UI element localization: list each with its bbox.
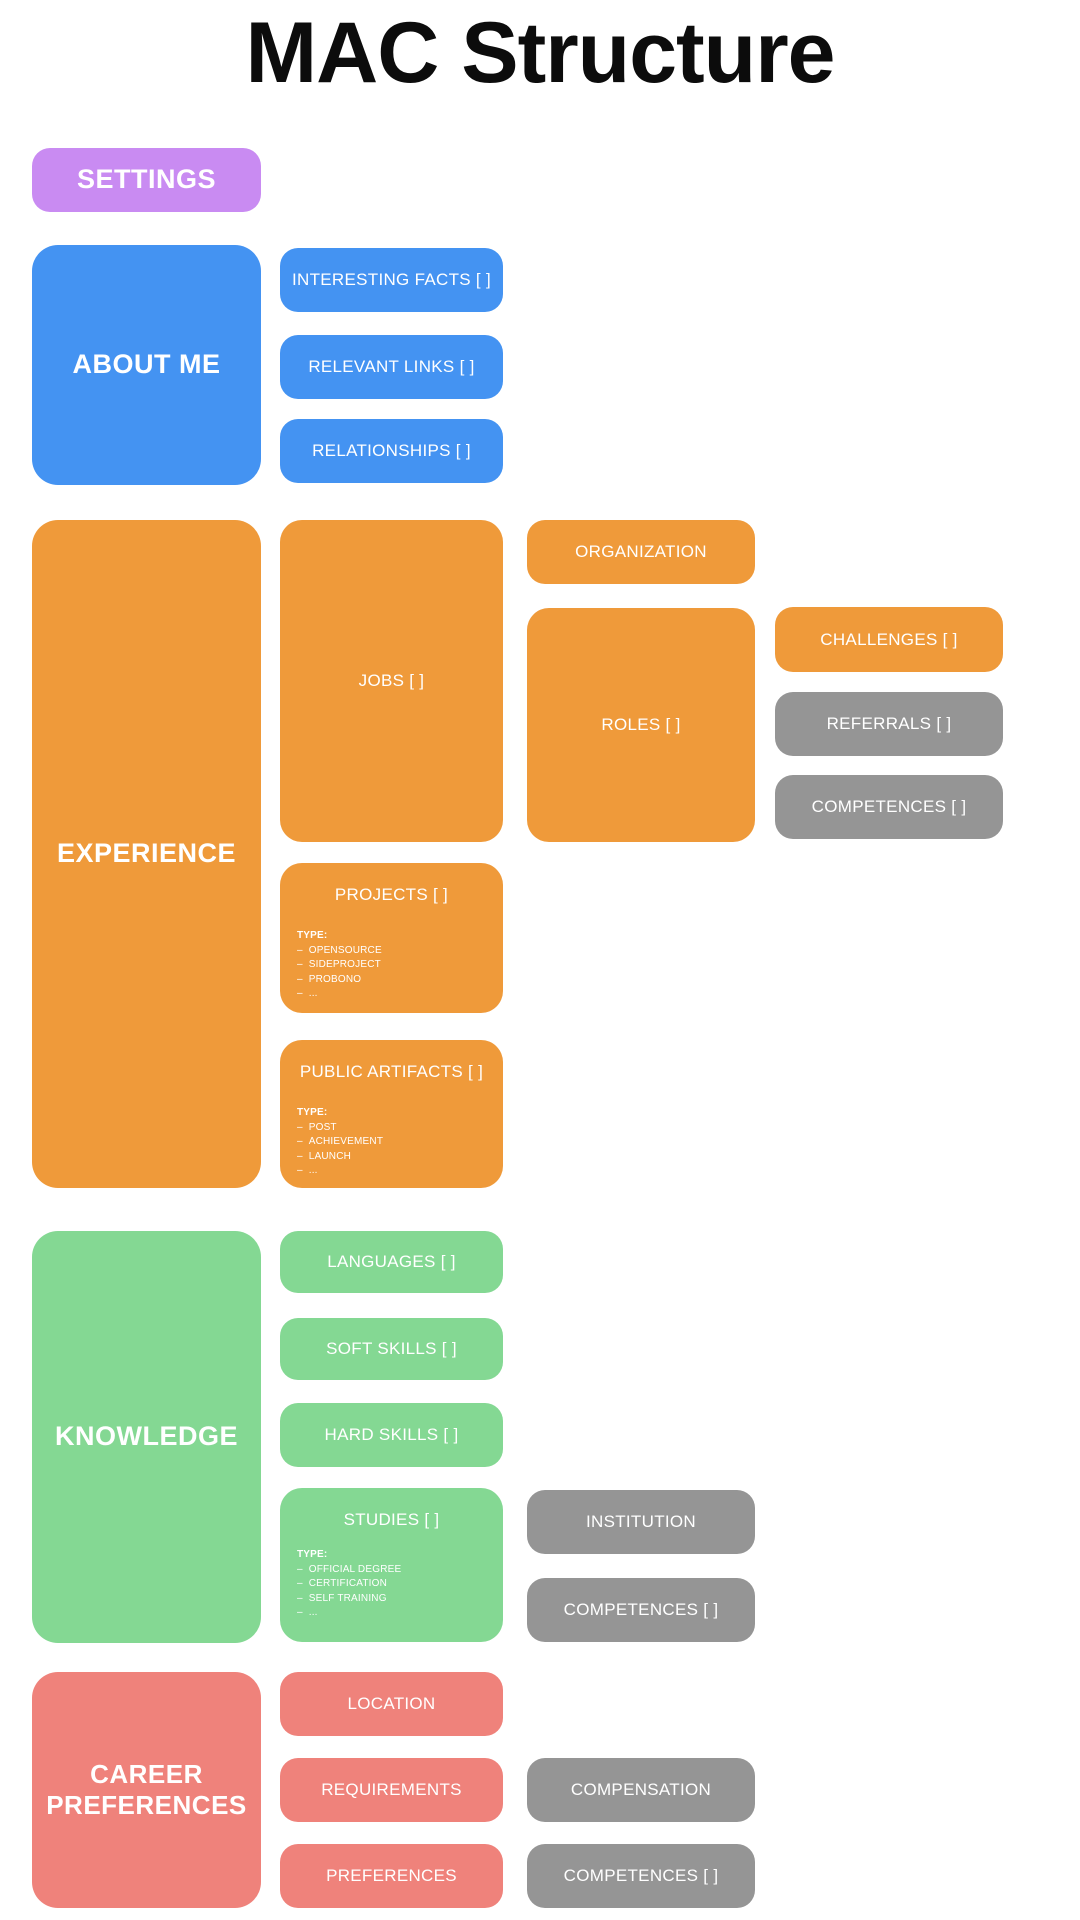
relevant-links-label: RELEVANT LINKS [ ] [308, 357, 475, 376]
compensation-box: COMPENSATION [527, 1758, 755, 1822]
jobs-label: JOBS [ ] [358, 671, 425, 690]
projects-type-label: TYPE: [297, 930, 328, 941]
roles-competences-label: COMPETENCES [ ] [811, 797, 967, 816]
preferences-competences-box: COMPETENCES [ ] [527, 1844, 755, 1908]
type-item: PROBONO [297, 973, 489, 988]
hard-skills-label: HARD SKILLS [ ] [324, 1425, 459, 1444]
public-artifacts-type-list: POST ACHIEVEMENT LAUNCH ... [297, 1121, 489, 1179]
studies-competences-label: COMPETENCES [ ] [563, 1600, 719, 1619]
referrals-label: REFERRALS [ ] [826, 714, 952, 733]
interesting-facts-box: INTERESTING FACTS [ ] [280, 248, 503, 312]
preferences-competences-label: COMPETENCES [ ] [563, 1866, 719, 1885]
type-item: ... [297, 1606, 489, 1621]
organization-box: ORGANIZATION [527, 520, 755, 584]
languages-box: LANGUAGES [ ] [280, 1231, 503, 1293]
type-item: CERTIFICATION [297, 1577, 489, 1592]
public-artifacts-type-label: TYPE: [297, 1107, 328, 1118]
type-item: SIDEPROJECT [297, 958, 489, 973]
knowledge-label: KNOWLEDGE [55, 1421, 238, 1452]
institution-label: INSTITUTION [585, 1512, 696, 1531]
location-label: LOCATION [347, 1694, 436, 1713]
page-title: MAC Structure [245, 5, 835, 101]
public-artifacts-box: PUBLIC ARTIFACTS [ ] TYPE: POST ACHIEVEM… [280, 1040, 503, 1188]
soft-skills-box: SOFT SKILLS [ ] [280, 1318, 503, 1380]
requirements-box: REQUIREMENTS [280, 1758, 503, 1822]
type-item: ... [297, 987, 489, 1002]
referrals-box: REFERRALS [ ] [775, 692, 1003, 756]
studies-box: STUDIES [ ] TYPE: OFFICIAL DEGREE CERTIF… [280, 1488, 503, 1642]
public-artifacts-type-block: TYPE: POST ACHIEVEMENT LAUNCH ... [294, 1106, 489, 1179]
relevant-links-box: RELEVANT LINKS [ ] [280, 335, 503, 399]
type-item: SELF TRAINING [297, 1592, 489, 1607]
knowledge-box: KNOWLEDGE [32, 1231, 261, 1643]
challenges-box: CHALLENGES [ ] [775, 607, 1003, 672]
hard-skills-box: HARD SKILLS [ ] [280, 1403, 503, 1467]
roles-box: ROLES [ ] [527, 608, 755, 842]
location-box: LOCATION [280, 1672, 503, 1736]
type-item: OFFICIAL DEGREE [297, 1563, 489, 1578]
preferences-label: PREFERENCES [326, 1866, 457, 1885]
challenges-label: CHALLENGES [ ] [820, 629, 958, 649]
studies-type-block: TYPE: OFFICIAL DEGREE CERTIFICATION SELF… [294, 1548, 489, 1621]
about-me-box: ABOUT ME [32, 245, 261, 485]
relationships-label: RELATIONSHIPS [ ] [312, 441, 471, 460]
interesting-facts-label: INTERESTING FACTS [ ] [292, 270, 491, 289]
studies-type-list: OFFICIAL DEGREE CERTIFICATION SELF TRAIN… [297, 1563, 489, 1621]
settings-box: SETTINGS [32, 148, 261, 212]
preferences-box: PREFERENCES [280, 1844, 503, 1908]
experience-box: EXPERIENCE [32, 520, 261, 1188]
experience-label: EXPERIENCE [56, 838, 237, 869]
soft-skills-label: SOFT SKILLS [ ] [326, 1339, 457, 1358]
studies-competences-box: COMPETENCES [ ] [527, 1578, 755, 1642]
type-item: ACHIEVEMENT [297, 1135, 489, 1150]
studies-type-label: TYPE: [297, 1549, 328, 1560]
career-preferences-label: CAREER PREFERENCES [46, 1759, 247, 1820]
projects-type-list: OPENSOURCE SIDEPROJECT PROBONO ... [297, 944, 489, 1002]
institution-box: INSTITUTION [527, 1490, 755, 1554]
settings-label: SETTINGS [76, 164, 216, 195]
public-artifacts-label: PUBLIC ARTIFACTS [ ] [299, 1062, 484, 1081]
projects-type-block: TYPE: OPENSOURCE SIDEPROJECT PROBONO ... [294, 929, 489, 1002]
type-item: LAUNCH [297, 1150, 489, 1165]
projects-label: PROJECTS [ ] [334, 885, 449, 904]
type-item: ... [297, 1164, 489, 1179]
type-item: POST [297, 1121, 489, 1136]
compensation-label: COMPENSATION [570, 1780, 712, 1799]
career-preferences-box: CAREER PREFERENCES [32, 1672, 261, 1908]
relationships-box: RELATIONSHIPS [ ] [280, 419, 503, 483]
projects-box: PROJECTS [ ] TYPE: OPENSOURCE SIDEPROJEC… [280, 863, 503, 1013]
organization-label: ORGANIZATION [575, 542, 707, 561]
roles-competences-box: COMPETENCES [ ] [775, 775, 1003, 839]
about-me-label: ABOUT ME [72, 349, 221, 380]
roles-label: ROLES [ ] [601, 715, 681, 734]
requirements-label: REQUIREMENTS [321, 1780, 462, 1799]
languages-label: LANGUAGES [ ] [327, 1252, 456, 1271]
studies-label: STUDIES [ ] [343, 1510, 440, 1529]
type-item: OPENSOURCE [297, 944, 489, 959]
jobs-box: JOBS [ ] [280, 520, 503, 842]
